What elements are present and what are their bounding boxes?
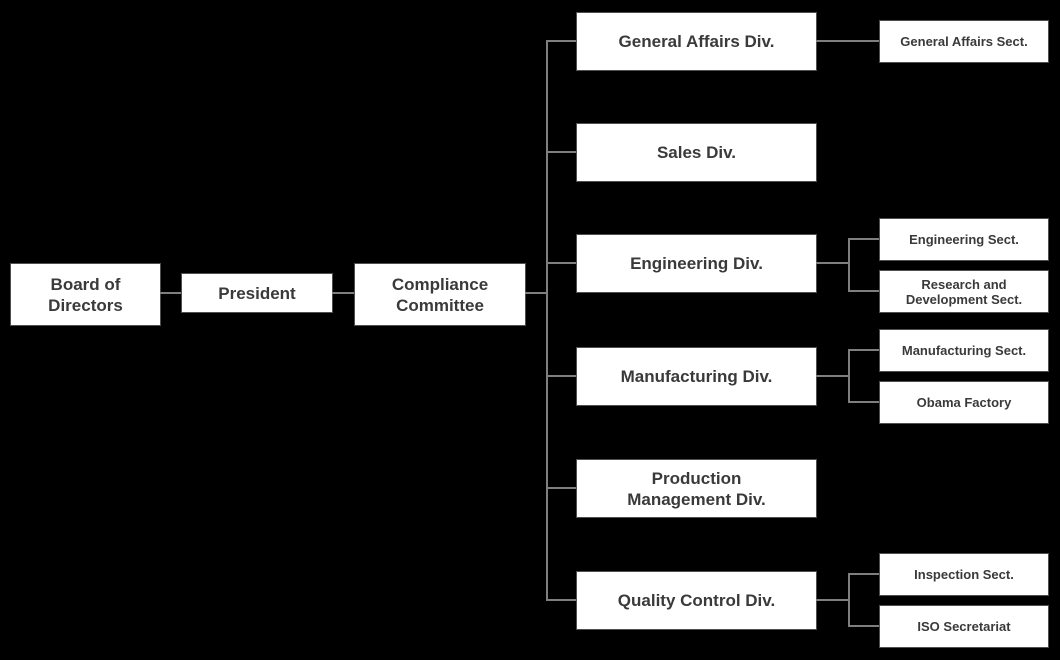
node-manufacturing-sect: Manufacturing Sect.	[879, 329, 1049, 372]
connector-engineering-sect-branch	[848, 238, 879, 240]
connector-engineering-bracket	[848, 238, 850, 292]
connector-manufacturing-bracket	[848, 349, 850, 403]
connector-quality-control-div-stub	[816, 599, 850, 601]
node-president: President	[181, 273, 333, 313]
connector-manufacturing-div-stub	[816, 375, 850, 377]
node-quality-control-div: Quality Control Div.	[576, 571, 817, 630]
node-general-affairs-div: General Affairs Div.	[576, 12, 817, 71]
connector-spine-general-affairs-div	[546, 40, 576, 42]
connector-obama-factory-branch	[848, 401, 879, 403]
connector-spine-engineering-div	[546, 262, 576, 264]
connector-general-affairs-div-sect	[816, 40, 879, 42]
node-production-management-div: Production Management Div.	[576, 459, 817, 518]
connector-spine-quality-control-div	[546, 599, 576, 601]
node-inspection-sect: Inspection Sect.	[879, 553, 1049, 596]
node-board-of-directors: Board of Directors	[10, 263, 161, 326]
connector-manufacturing-sect-branch	[848, 349, 879, 351]
node-iso-secretariat: ISO Secretariat	[879, 605, 1049, 648]
connector-spine-manufacturing-div	[546, 375, 576, 377]
connector-engineering-div-stub	[816, 262, 850, 264]
node-sales-div: Sales Div.	[576, 123, 817, 182]
node-engineering-sect: Engineering Sect.	[879, 218, 1049, 261]
connector-board-president	[160, 292, 181, 294]
node-manufacturing-div: Manufacturing Div.	[576, 347, 817, 406]
connector-iso-secretariat-branch	[848, 625, 879, 627]
connector-spine-sales-div	[546, 151, 576, 153]
node-research-and-development-sect: Research and Development Sect.	[879, 270, 1049, 313]
node-compliance-committee: Compliance Committee	[354, 263, 526, 326]
connector-inspection-sect-branch	[848, 573, 879, 575]
node-general-affairs-sect: General Affairs Sect.	[879, 20, 1049, 63]
connector-spine-production-management-div	[546, 487, 576, 489]
connector-president-committee	[332, 292, 354, 294]
connector-quality-control-bracket	[848, 573, 850, 627]
connector-spine	[546, 40, 548, 601]
node-obama-factory: Obama Factory	[879, 381, 1049, 424]
node-engineering-div: Engineering Div.	[576, 234, 817, 293]
connector-research-development-branch	[848, 290, 879, 292]
connector-committee-spine	[525, 292, 548, 294]
